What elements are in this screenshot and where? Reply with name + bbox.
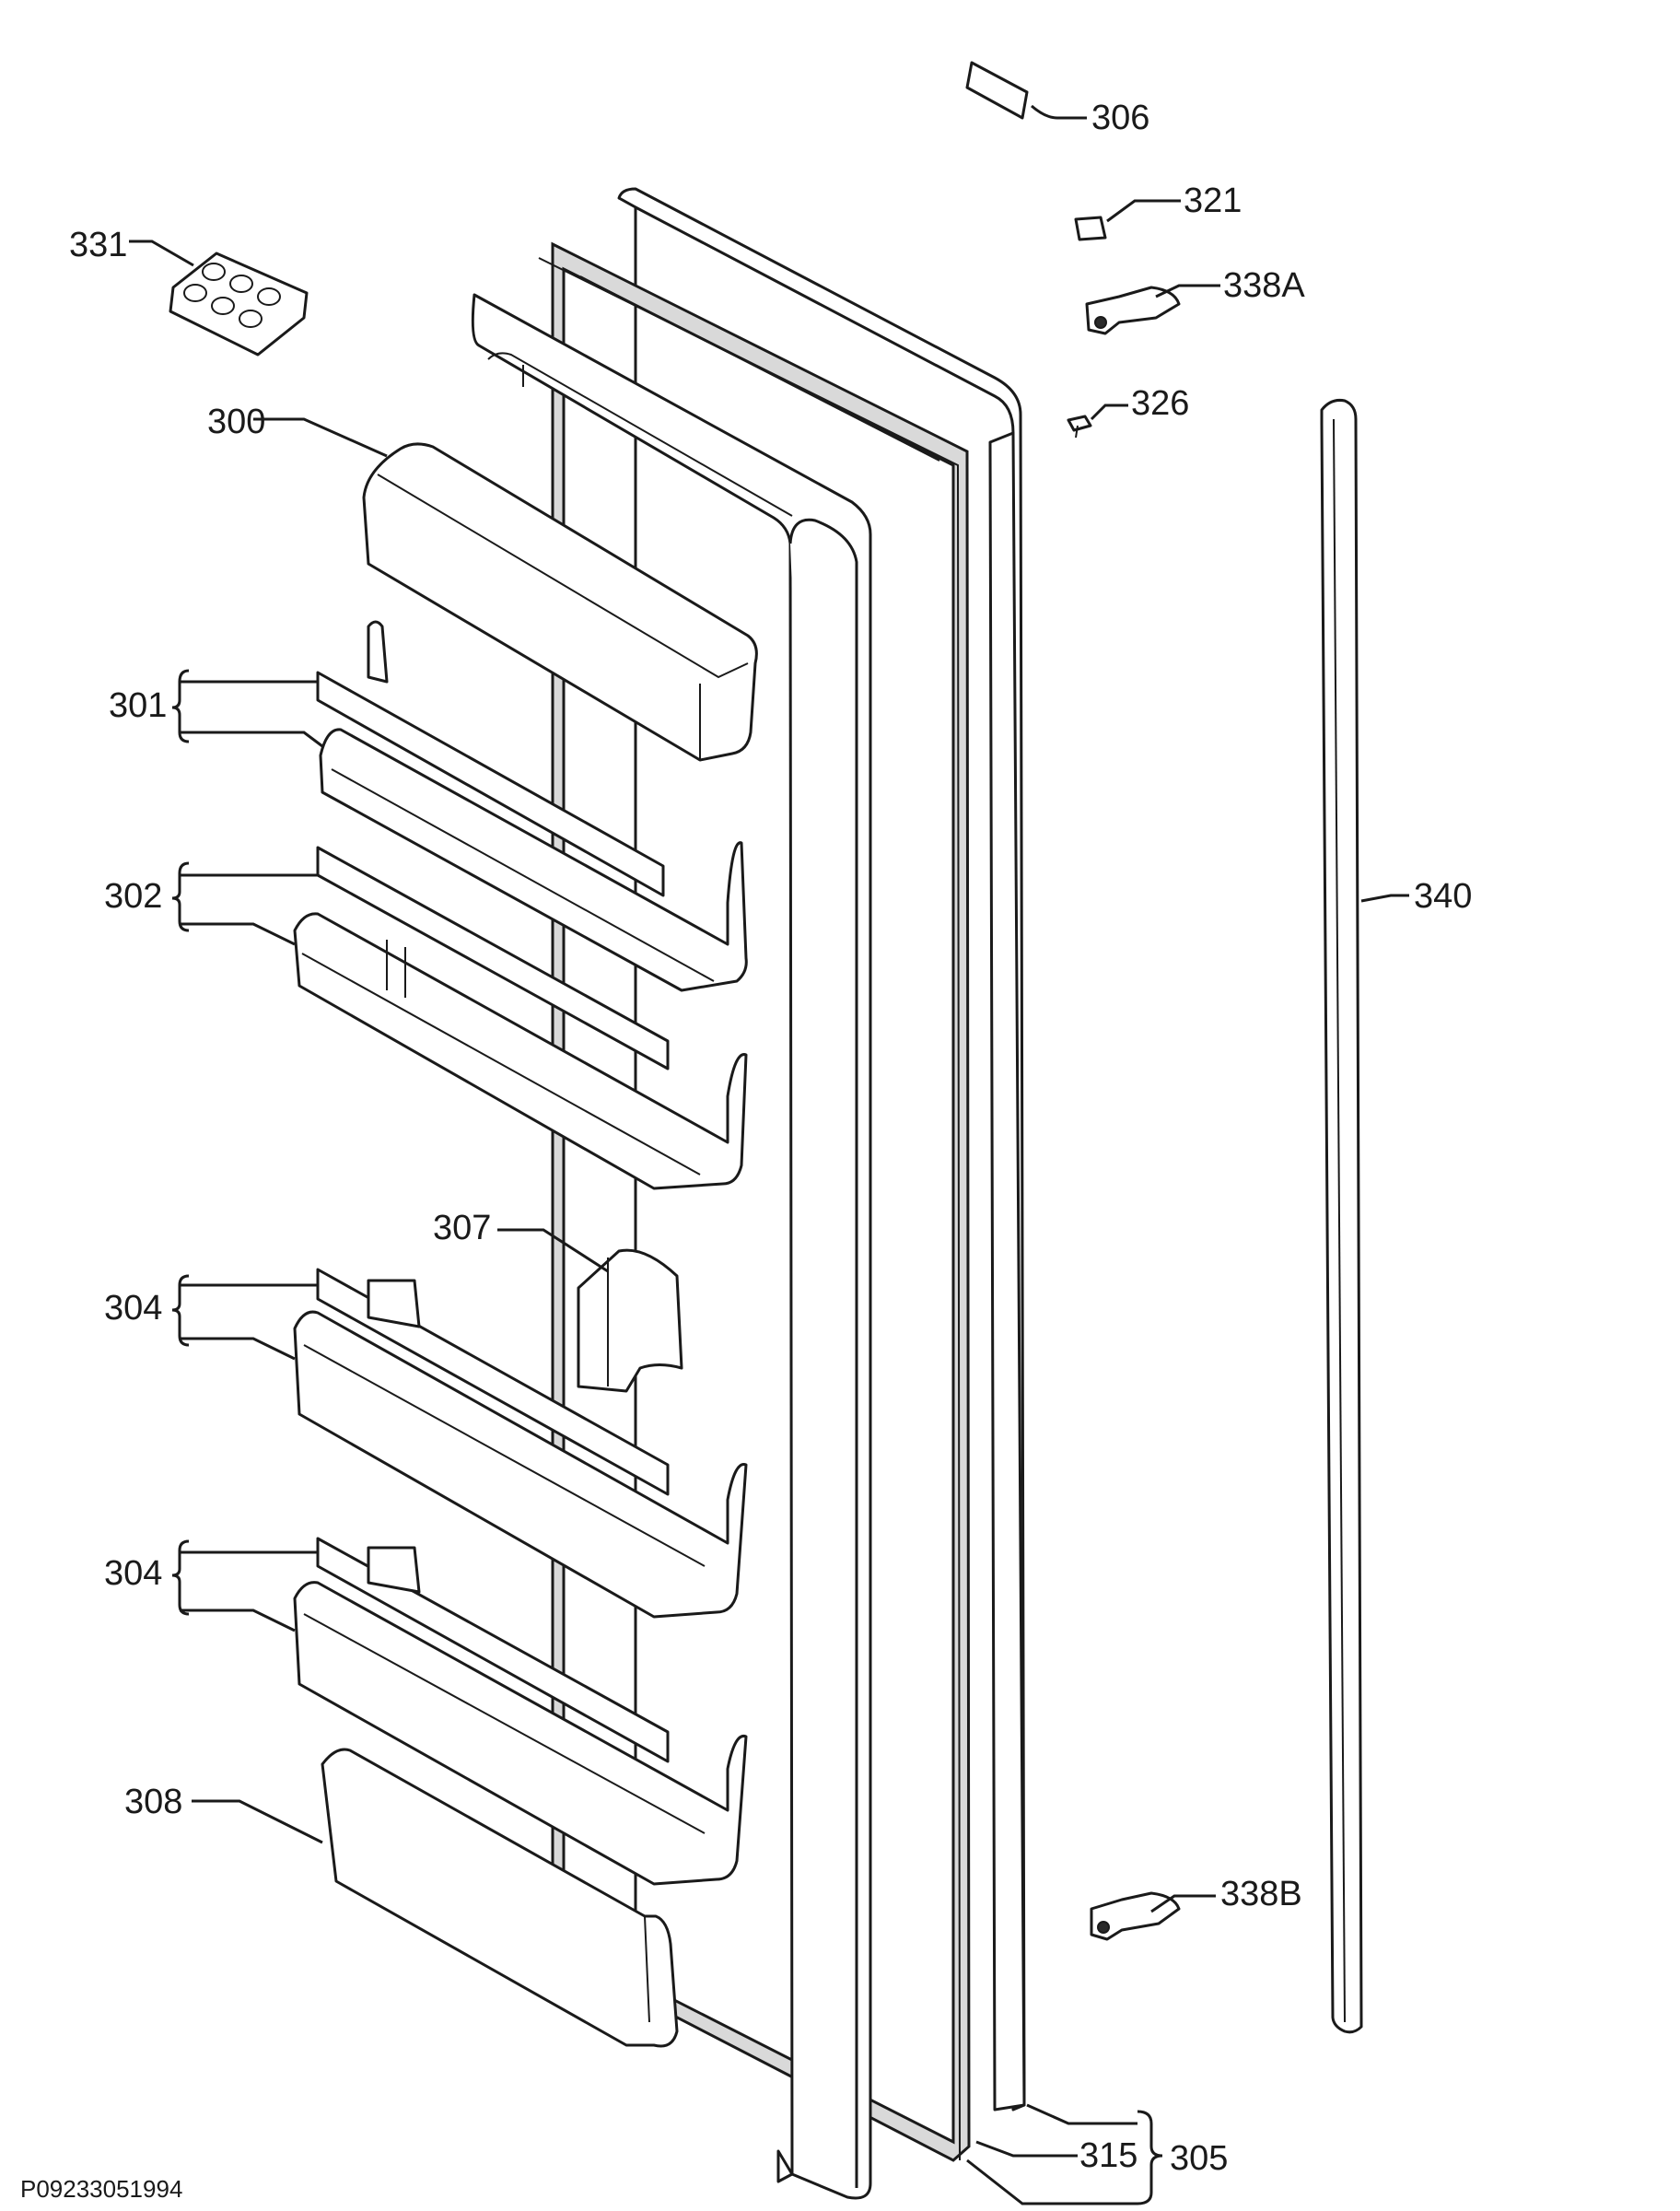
leader-lines: [129, 104, 1409, 2205]
label-304-upper: 304: [104, 1289, 162, 1328]
label-302: 302: [104, 877, 162, 916]
part-306-label: [965, 61, 1029, 120]
callout-labels: 306 321 338A 326 331 300 301 302 307 304…: [20, 99, 1472, 2203]
door-inner-liner: [471, 293, 872, 2200]
label-331: 331: [69, 226, 127, 264]
label-301: 301: [109, 686, 167, 725]
label-315: 315: [1079, 2136, 1138, 2175]
label-307: 307: [433, 1209, 491, 1247]
door-gasket: [538, 241, 971, 2162]
label-308: 308: [124, 1783, 182, 1821]
label-338a: 338A: [1223, 266, 1305, 305]
part-308-bottle-bin: [321, 1748, 679, 2048]
part-300-dairy-cover: [362, 442, 758, 762]
label-340: 340: [1414, 877, 1472, 916]
label-306: 306: [1091, 99, 1149, 137]
part-304-door-shelf-upper: [293, 1268, 748, 1619]
part-304-door-shelf-lower: [293, 1537, 748, 1886]
label-300: 300: [207, 403, 265, 441]
label-321: 321: [1184, 181, 1242, 220]
part-301-door-shelf: [316, 620, 748, 992]
label-304-lower: 304: [104, 1554, 162, 1593]
part-321-cap: [1074, 216, 1107, 241]
part-326-screw: [1067, 415, 1092, 439]
part-331-egg-tray: [169, 252, 309, 357]
part-302-door-shelf: [293, 846, 748, 1190]
part-338b-hinge: [1090, 1891, 1181, 1941]
part-338a-hinge: [1085, 286, 1181, 335]
part-340-door-strip: [1320, 399, 1363, 2034]
part-307-divider: [577, 1248, 683, 1393]
diagram-code: P09233051994: [20, 2175, 182, 2203]
label-326: 326: [1131, 384, 1189, 423]
label-305: 305: [1170, 2139, 1228, 2178]
label-338b: 338B: [1220, 1875, 1302, 1913]
